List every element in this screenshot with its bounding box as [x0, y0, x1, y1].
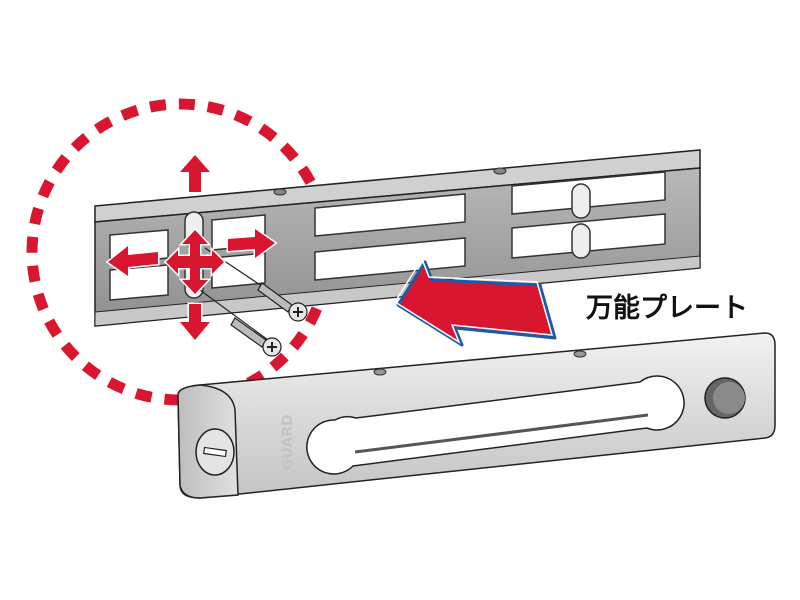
universal-plate-label: 万能プレート: [586, 293, 748, 324]
adjust-arrow-right-icon: [226, 226, 278, 261]
lock-body: GUARD: [177, 332, 776, 499]
adjust-arrow-cross-icon: [163, 227, 227, 297]
keyhole-slot: [306, 375, 685, 475]
guard-logo: GUARD: [280, 414, 296, 470]
universal-plate: [94, 149, 701, 327]
insert-arrow-icon: [396, 260, 557, 347]
adjust-arrow-up-icon: [176, 152, 214, 194]
adjust-arrow-left-icon: [105, 242, 160, 279]
adjust-arrow-down-icon: [176, 302, 214, 343]
end-cylinder-icon: [195, 428, 235, 476]
lock-cylinder-icon: [704, 377, 746, 419]
